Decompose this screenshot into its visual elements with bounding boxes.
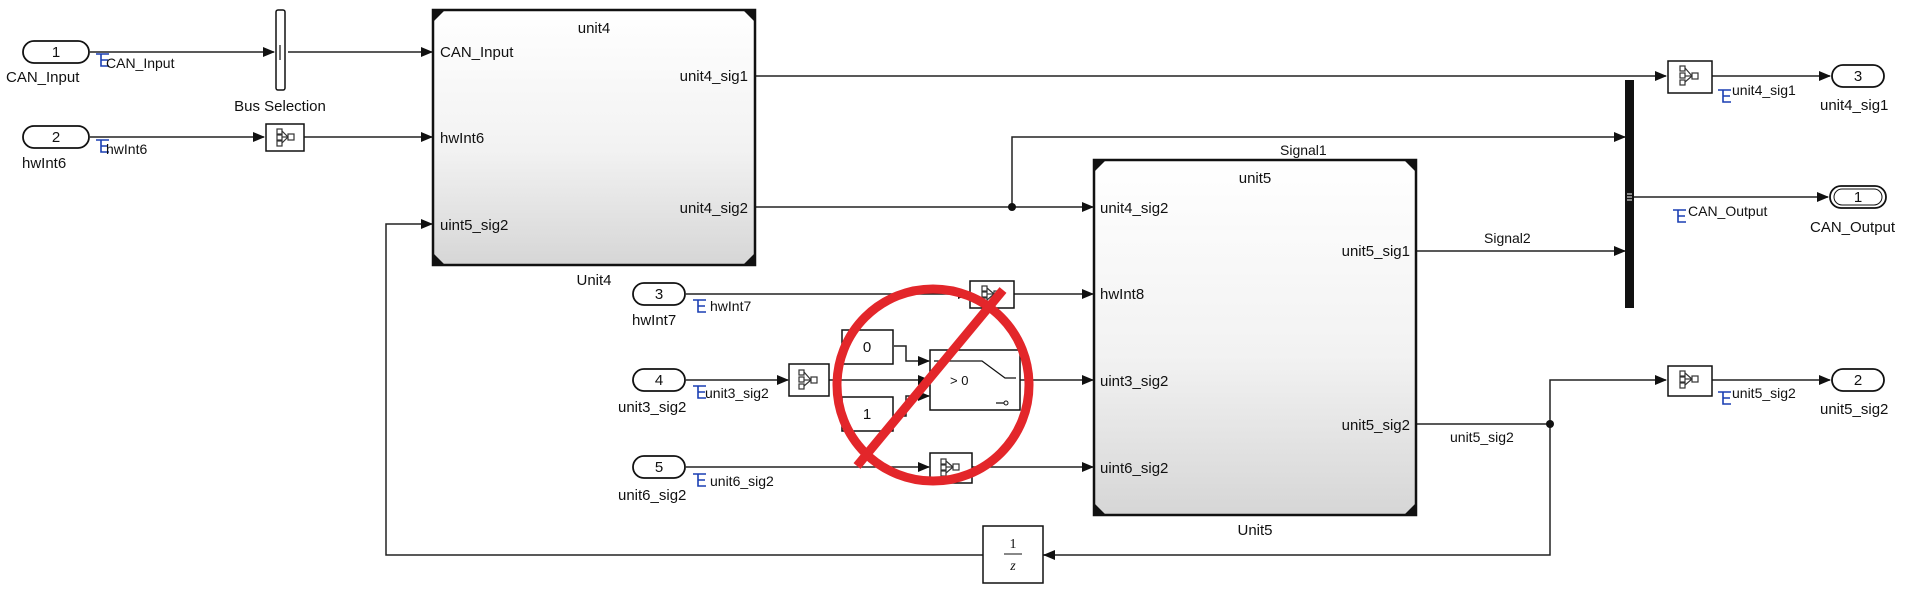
inport-name: CAN_Input [6, 69, 80, 86]
signal-tag-label: CAN_Input [106, 55, 175, 71]
signal-tag-label: hwInt7 [710, 298, 751, 314]
signal-tag-unit6-sig2: unit6_sig2 [693, 473, 774, 489]
inport-number: 2 [52, 129, 60, 146]
inport-3[interactable]: 3 hwInt7 [632, 282, 686, 329]
signal-tag-icon [693, 385, 706, 399]
inport-number: 5 [655, 459, 663, 476]
bus-creator-block[interactable] [1667, 60, 1713, 94]
subsystem-title: unit5 [1239, 170, 1272, 187]
inport-name: hwInt7 [632, 312, 676, 329]
signal-tag-hwint6: hwInt6 [96, 139, 147, 157]
prohibition-sign-icon [832, 284, 1034, 486]
switch-criteria: > 0 [950, 373, 968, 388]
inport-1[interactable]: 1 CAN_Input [6, 40, 90, 86]
delay-numerator: 1 [1010, 537, 1017, 552]
constant-value: 0 [863, 339, 871, 356]
outport-number: 3 [1854, 68, 1862, 85]
outport-number: 1 [1854, 189, 1862, 206]
bus-icon [1679, 65, 1699, 86]
signal-tag-icon [1718, 89, 1731, 103]
signal-tag-icon [1718, 391, 1731, 405]
signal-tag-icon [693, 473, 706, 487]
signal-tag-unit4-sig1: unit4_sig1 [1718, 82, 1796, 103]
signal-lines [90, 47, 1831, 560]
signal-tag-label: unit6_sig2 [710, 473, 774, 489]
signal-tag-label: unit4_sig1 [1732, 82, 1796, 98]
bus-icon [798, 369, 818, 390]
input-port-label: CAN_Input [440, 44, 514, 61]
signal-tag-label: unit5_sig2 [1732, 385, 1796, 401]
input-port-label: unit4_sig2 [1100, 200, 1168, 217]
unit-delay-block[interactable]: 1 z [982, 525, 1044, 584]
output-port-label: unit5_sig2 [1342, 417, 1410, 434]
wire-label-unit5-sig2: unit5_sig2 [1450, 429, 1514, 445]
bus-icon [1679, 370, 1699, 389]
signal-tag-icon [1673, 209, 1686, 223]
wire-label-signal2: Signal2 [1484, 230, 1531, 246]
branch-point [1008, 203, 1016, 211]
outport-name: CAN_Output [1810, 219, 1896, 236]
inport-4[interactable]: 4 unit3_sig2 [618, 368, 686, 416]
bus-mux-bar[interactable] [1625, 80, 1634, 308]
signal-tag-label: hwInt6 [106, 141, 147, 157]
inport-name: hwInt6 [22, 155, 66, 172]
outport-name: unit4_sig1 [1820, 97, 1888, 114]
wire-const0[interactable] [894, 345, 930, 366]
branch-point [1546, 420, 1554, 428]
bus-selection-label: Bus Selection [234, 98, 326, 115]
signal-tag-unit5-sig2: unit5_sig2 [1718, 385, 1796, 405]
constant-value: 1 [863, 406, 871, 423]
signal-tag-icon [693, 299, 706, 313]
input-port-label: uint5_sig2 [440, 217, 508, 234]
wire-delay-in[interactable] [1043, 424, 1551, 560]
input-port-label: hwInt6 [440, 130, 484, 147]
bus-creator-block[interactable] [265, 123, 305, 152]
inport-number: 4 [655, 372, 663, 389]
outport-1[interactable]: 1 CAN_Output [1810, 185, 1896, 236]
signal-tag-label: unit3_sig2 [705, 385, 769, 401]
bus-creator-block[interactable] [1667, 365, 1713, 397]
subsystem-title: unit4 [578, 20, 611, 37]
wire-label-signal1: Signal1 [1280, 142, 1327, 158]
input-port-label: uint6_sig2 [1100, 460, 1168, 477]
subsystem-name: Unit4 [576, 272, 611, 289]
switch-block[interactable]: > 0 [929, 349, 1021, 411]
outport-2[interactable]: 2 unit5_sig2 [1820, 368, 1888, 418]
signal-tag-can-input: CAN_Input [96, 53, 175, 71]
output-port-label: unit5_sig1 [1342, 243, 1410, 260]
bus-icon [276, 128, 295, 147]
input-port-label: uint3_sig2 [1100, 373, 1168, 390]
inport-5[interactable]: 5 unit6_sig2 [618, 455, 686, 504]
inport-number: 1 [52, 44, 60, 61]
input-port-label: hwInt8 [1100, 286, 1144, 303]
unit5-subsystem[interactable]: unit5 unit4_sig2 hwInt8 uint3_sig2 uint6… [1092, 158, 1418, 539]
wire-unit5-sig2[interactable] [1417, 375, 1667, 425]
signal-tag-hwint7: hwInt7 [693, 298, 751, 314]
outport-number: 2 [1854, 372, 1862, 389]
output-port-label: unit4_sig2 [680, 200, 748, 217]
signal-tag-label: CAN_Output [1688, 203, 1767, 219]
inport-name: unit6_sig2 [618, 487, 686, 504]
unit4-subsystem[interactable]: unit4 CAN_Input hwInt6 uint5_sig2 unit4_… [431, 8, 757, 289]
signal-tag-icon [96, 53, 109, 67]
switch-icon [934, 360, 1016, 404]
signal-tag-can-output: CAN_Output [1673, 203, 1767, 223]
inport-2[interactable]: 2 hwInt6 [22, 125, 90, 172]
output-port-label: unit4_sig1 [680, 68, 748, 85]
wire-feedback[interactable] [385, 219, 1046, 556]
outport-3[interactable]: 3 unit4_sig1 [1820, 64, 1888, 114]
outport-name: unit5_sig2 [1820, 401, 1888, 418]
wire-signal1[interactable] [1011, 132, 1626, 207]
inport-name: unit3_sig2 [618, 399, 686, 416]
subsystem-name: Unit5 [1237, 522, 1272, 539]
signal-tag-unit3-sig2: unit3_sig2 [693, 385, 769, 401]
bus-selection-block[interactable]: Bus Selection [234, 9, 326, 115]
bus-creator-block[interactable] [788, 363, 830, 397]
signal-tag-icon [96, 139, 109, 153]
inport-number: 3 [655, 286, 663, 303]
delay-denominator: z [1009, 559, 1016, 574]
